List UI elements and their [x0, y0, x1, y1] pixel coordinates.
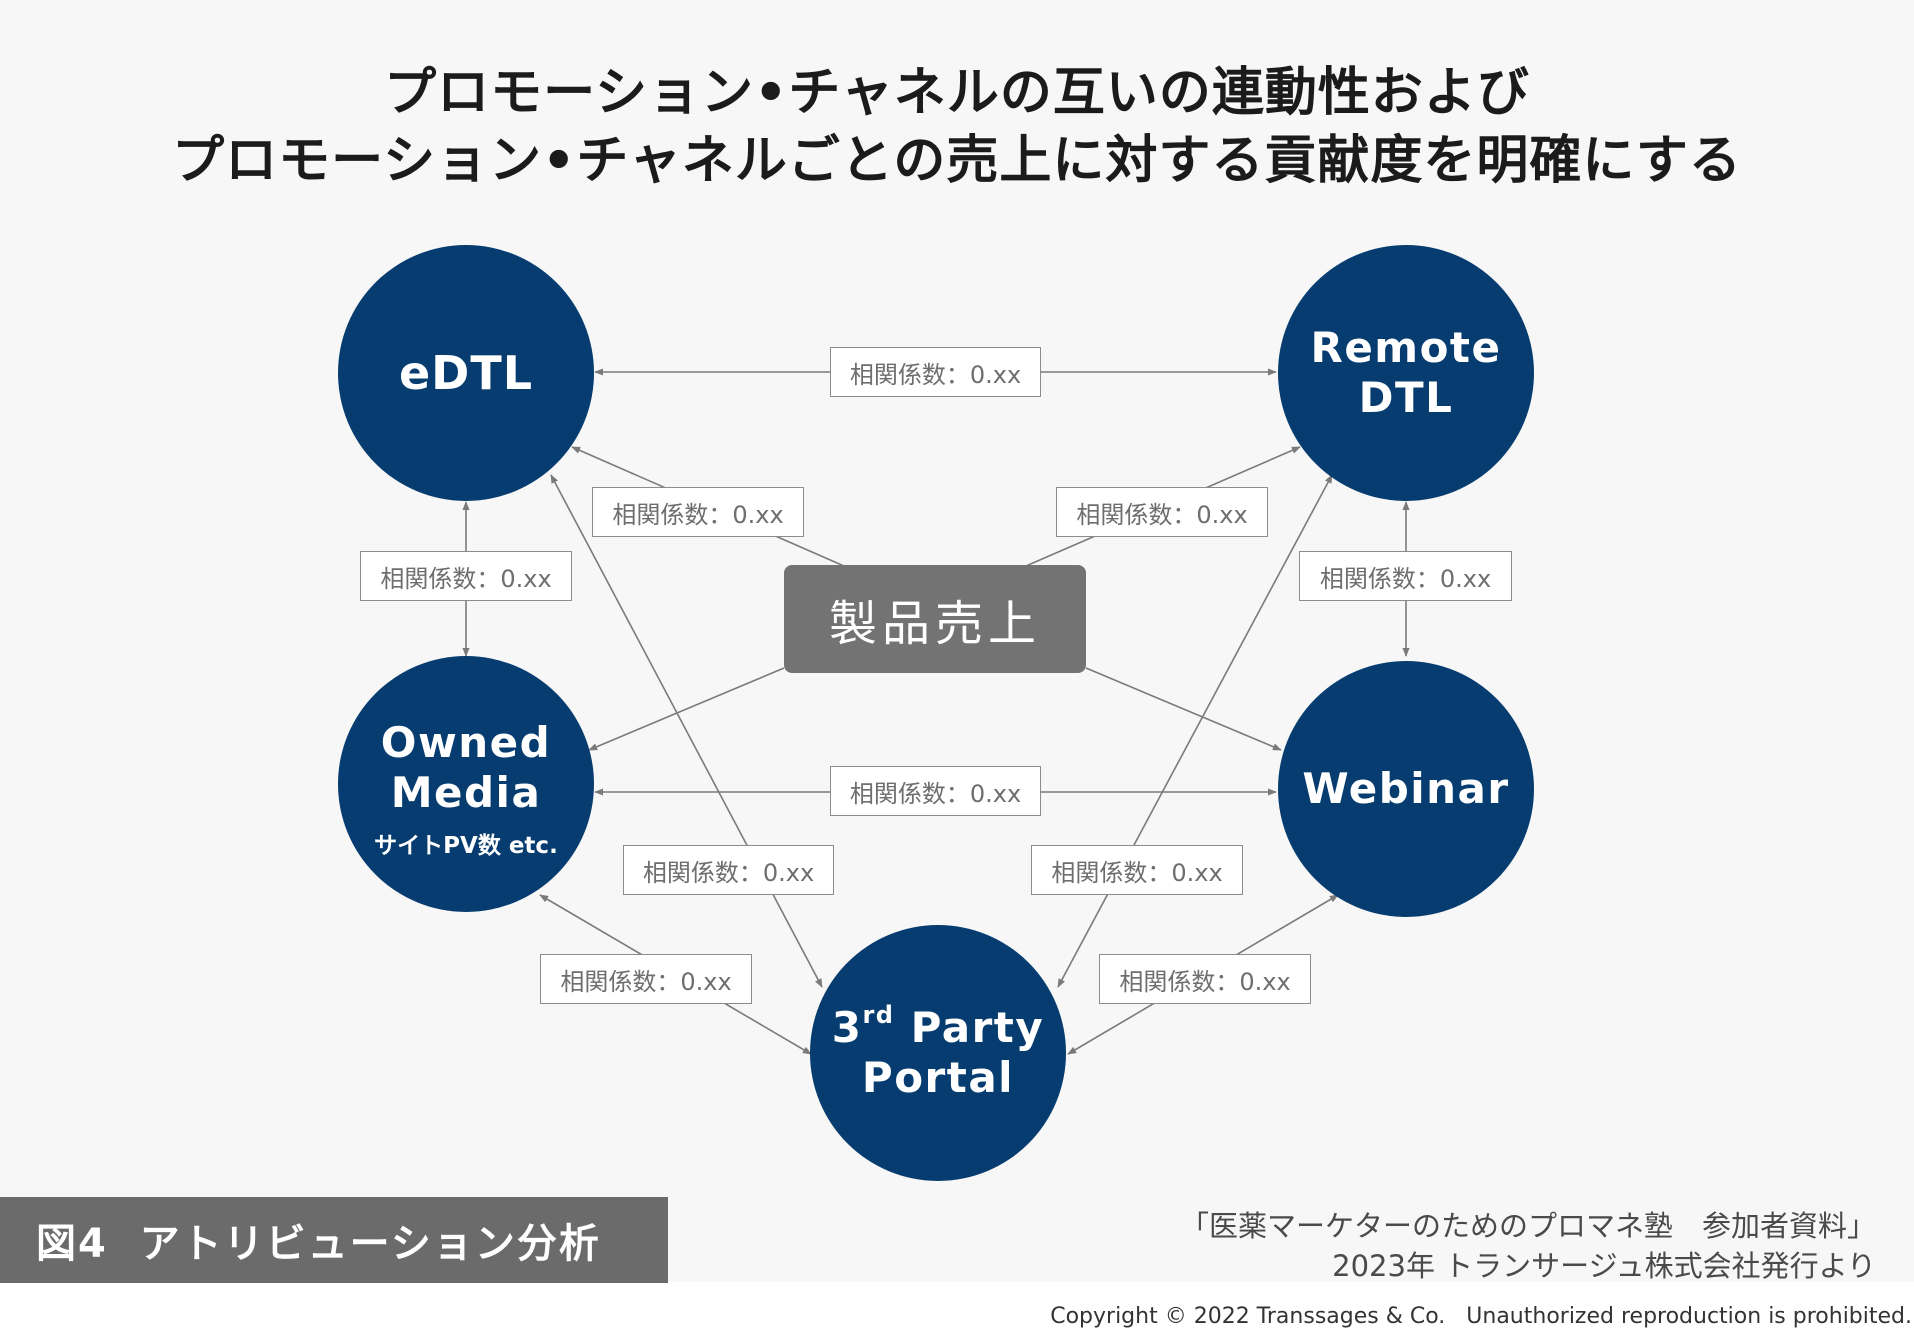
node-portal-line2: Portal: [861, 1053, 1015, 1102]
corr-label-edtl-remote: 相関係数：0.xx: [830, 347, 1041, 397]
title-line-2: プロモーション•チャネルごとの売上に対する貢献度を明確にする: [172, 131, 1742, 191]
node-webinar: Webinar: [1278, 661, 1534, 917]
corr-label-owned-webinar: 相関係数：0.xx: [830, 766, 1041, 816]
product-sales-box: 製品売上: [784, 565, 1086, 673]
corr-label-owned-portal: 相関係数：0.xx: [540, 954, 752, 1004]
copyright-notice: Copyright © 2022 Transsages & Co. Unauth…: [1050, 1304, 1912, 1329]
node-portal-ordinal: rd: [862, 1001, 895, 1030]
arrow-sales-webinar: [1085, 667, 1282, 751]
arrow-edtl-portal: [550, 474, 823, 988]
node-owned-media-line1: Owned: [380, 718, 552, 768]
node-portal-number: 3: [831, 1003, 863, 1053]
corr-label-sales-remote: 相関係数：0.xx: [1056, 487, 1268, 537]
corr-label-sales-edtl: 相関係数：0.xx: [592, 487, 804, 537]
node-portal-party: Party: [894, 1003, 1045, 1053]
corr-label-webinar-portal: 相関係数：0.xx: [1099, 954, 1311, 1004]
corr-label-edtl-portal: 相関係数：0.xx: [623, 845, 834, 895]
source-line-2: 2023年 トランサージュ株式会社発行より: [1332, 1249, 1876, 1283]
node-owned-media-sub: サイトPV数 etc.: [374, 832, 558, 859]
node-remote-dtl: Remote DTL: [1278, 245, 1534, 501]
node-remote-dtl-line2: DTL: [1358, 373, 1454, 422]
node-owned-media-line2: Media: [390, 768, 542, 817]
corr-label-edtl-owned: 相関係数：0.xx: [360, 551, 572, 601]
title-line-1: プロモーション•チャネルの互いの連動性および: [384, 63, 1530, 123]
node-third-party-portal: 3rd Party Portal: [810, 925, 1066, 1181]
node-portal-line1: 3rd Party: [831, 1001, 1045, 1053]
node-remote-dtl-line1: Remote: [1310, 323, 1502, 373]
source-line-1: 「医薬マーケターのためのプロマネ塾 参加者資料」: [1179, 1209, 1876, 1243]
arrow-sales-owned: [588, 667, 785, 751]
corr-label-remote-portal: 相関係数：0.xx: [1031, 845, 1243, 895]
node-webinar-label: Webinar: [1302, 764, 1510, 814]
corr-label-remote-webinar: 相関係数：0.xx: [1299, 551, 1512, 601]
node-owned-media: Owned Media サイトPV数 etc.: [338, 656, 594, 912]
node-edtl-label: eDTL: [398, 345, 534, 400]
figure-caption: 図4 アトリビューション分析: [0, 1197, 668, 1283]
node-edtl: eDTL: [338, 245, 594, 501]
